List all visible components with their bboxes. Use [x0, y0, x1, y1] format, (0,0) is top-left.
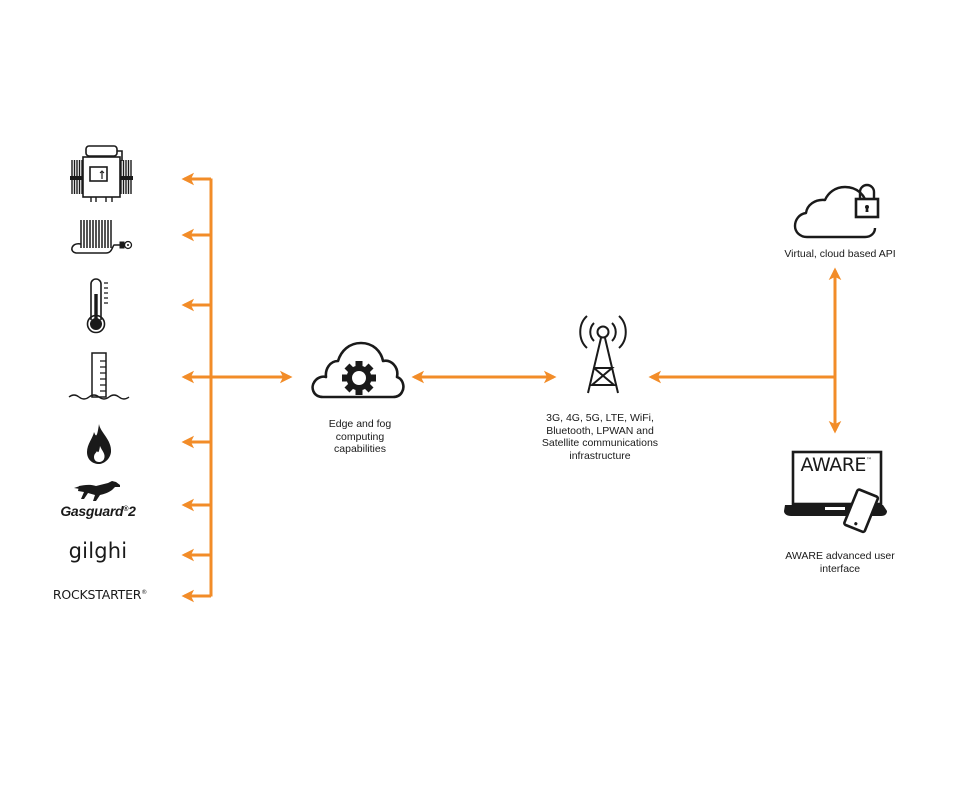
- laptop-phone-icon: [784, 450, 887, 534]
- gasguard-logo-suffix: 2: [128, 503, 136, 519]
- cloud-lock-icon: [793, 183, 880, 239]
- thermometer-icon: [86, 278, 108, 334]
- flame-icon: [87, 424, 112, 464]
- gasguard-registered-mark: ®: [123, 506, 129, 513]
- comms-label-line: Bluetooth, LPWAN and: [546, 424, 654, 437]
- gasguard-logo-text: Gasguard: [60, 503, 124, 519]
- aware-screen-logo: AWARE™: [796, 454, 876, 476]
- comms-label-line: Satellite communications: [541, 437, 659, 449]
- aware-screen-logo-text: AWARE: [800, 454, 867, 476]
- comms-infrastructure-label: 3G, 4G, 5G, LTE, WiFi, Bluetooth, LPWAN …: [520, 412, 680, 462]
- comms-label-line: infrastructure: [569, 449, 631, 462]
- dog-logo-icon: [74, 481, 120, 501]
- gasguard-logo: Gasguard®2: [48, 503, 148, 519]
- aware-label-line: interface: [819, 562, 861, 575]
- aware-trademark: ™: [865, 457, 872, 464]
- comms-label-line: 3G, 4G, 5G, LTE, WiFi,: [546, 412, 654, 424]
- edge-fog-label-line: computing: [335, 430, 385, 443]
- connectors: [181, 172, 842, 603]
- radio-tower-icon: [579, 315, 627, 394]
- gilghi-logo: gilghi: [48, 539, 148, 563]
- gilghi-logo-text: gilghi: [68, 539, 128, 563]
- rockstarter-logo-text: ROCKSTARTER: [52, 587, 142, 602]
- cable-reel-icon: [71, 220, 133, 254]
- cloud-gear-icon: [311, 341, 405, 399]
- water-level-gauge-icon: [68, 352, 130, 400]
- edge-fog-label-line: Edge and fog: [328, 418, 392, 430]
- edge-fog-label: Edge and fog computing capabilities: [300, 418, 420, 456]
- edge-fog-label-line: capabilities: [334, 443, 386, 455]
- cloud-api-label: Virtual, cloud based API: [765, 248, 915, 261]
- device-enclosure-icon: [70, 145, 133, 202]
- rockstarter-registered-mark: ®: [141, 589, 148, 596]
- rockstarter-logo: ROCKSTARTER®: [40, 587, 160, 602]
- aware-interface-label: AWARE advanced user interface: [770, 550, 910, 575]
- aware-label-line: AWARE advanced user: [785, 550, 895, 562]
- cloud-api-label-line: Virtual, cloud based API: [784, 248, 896, 260]
